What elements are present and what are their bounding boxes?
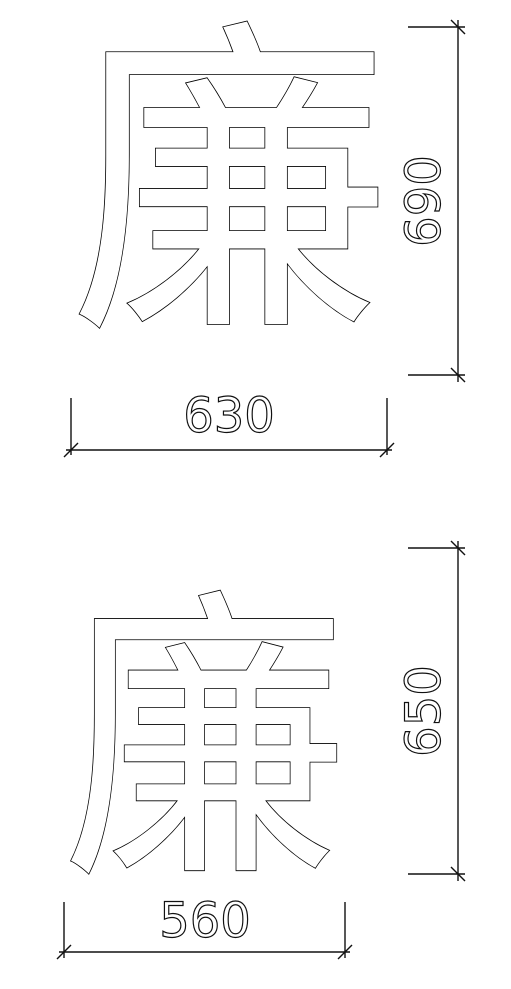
width-dimension-1: 630 bbox=[63, 387, 395, 458]
dim-tick-bottom bbox=[450, 367, 466, 383]
dim-tick-top bbox=[450, 19, 466, 35]
dim-tick-top bbox=[450, 540, 466, 556]
width-label-2: 560 bbox=[159, 893, 251, 949]
dim-tick-right bbox=[379, 442, 395, 458]
width-dimension-2: 560 bbox=[56, 892, 353, 960]
height-label-1: 690 bbox=[396, 155, 452, 247]
character-glyph-1: 廉 bbox=[70, 0, 390, 378]
dim-tick-left bbox=[63, 442, 79, 458]
character-glyph-2: 廉 bbox=[63, 565, 348, 920]
character-block-1: 廉 630 690 bbox=[63, 0, 466, 458]
height-label-2: 650 bbox=[396, 665, 452, 757]
character-block-2: 廉 560 650 bbox=[56, 540, 466, 960]
width-label-1: 630 bbox=[183, 388, 275, 444]
height-dimension-2: 650 bbox=[395, 540, 466, 882]
dim-tick-bottom bbox=[450, 866, 466, 882]
dim-tick-left bbox=[56, 944, 72, 960]
dim-tick-right bbox=[337, 944, 353, 960]
height-dimension-1: 690 bbox=[395, 19, 466, 383]
